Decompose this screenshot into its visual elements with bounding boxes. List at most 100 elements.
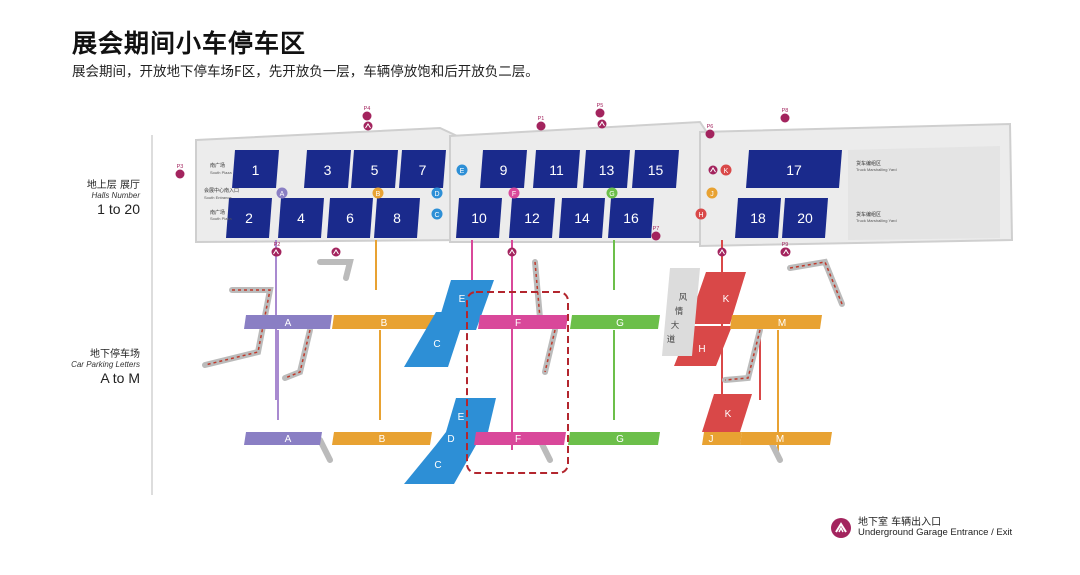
tunnel: 风情大道 bbox=[662, 268, 700, 356]
zone-label: M bbox=[778, 318, 786, 329]
garage-entrance-icon bbox=[507, 247, 517, 257]
hall-18: 18 bbox=[735, 198, 781, 238]
tunnel-char: 道 bbox=[667, 334, 676, 344]
marker-label: C bbox=[434, 212, 439, 219]
zone-label: K bbox=[723, 294, 730, 305]
truck-yard bbox=[848, 146, 1000, 240]
page-title: 展会期间小车停车区 bbox=[72, 29, 307, 58]
garage-entrance-icon bbox=[271, 247, 281, 257]
legend-label-en: Underground Garage Entrance / Exit bbox=[858, 527, 1013, 539]
hall-13: 13 bbox=[583, 150, 630, 188]
hall-5: 5 bbox=[351, 150, 398, 188]
zone-label: F bbox=[515, 318, 521, 329]
south-plaza-label-en: South Plaza bbox=[210, 170, 232, 175]
zone-label: E bbox=[458, 412, 465, 423]
parking-zone-C: C bbox=[404, 312, 466, 367]
zone-marker-H: H bbox=[695, 208, 707, 220]
tunnel-char: 大 bbox=[671, 320, 680, 330]
zone-label: B bbox=[379, 434, 386, 445]
parking-zone-F: F bbox=[478, 315, 568, 329]
legend-label-cn: 地下室 车辆出入口 bbox=[858, 517, 942, 529]
zone-label: D bbox=[447, 434, 454, 445]
hall-label: 1 bbox=[252, 162, 260, 178]
hall-label: 4 bbox=[297, 210, 305, 226]
letter-markers: A B C D E F G H J K bbox=[276, 164, 732, 220]
south-plaza-label-2-cn: 南广场 bbox=[210, 209, 225, 216]
hall-6: 6 bbox=[327, 198, 373, 238]
zone-label: K bbox=[725, 409, 732, 420]
hall-label: 12 bbox=[524, 210, 540, 226]
parking-side-label: 地下停车场 Car Parking Letters A to M bbox=[48, 345, 140, 386]
truck-yard-label-cn: 货车编组区 bbox=[856, 160, 881, 167]
marker-label: K bbox=[724, 168, 729, 175]
truck-yard-label-en: Truck Marshalling Yard bbox=[856, 167, 897, 172]
hall-10: 10 bbox=[456, 198, 502, 238]
parking-zone-K: K bbox=[688, 272, 746, 324]
hall-label: 13 bbox=[599, 162, 615, 178]
hall-label: 17 bbox=[786, 162, 802, 178]
marker-label: P6 bbox=[707, 124, 714, 130]
halls-label-range: 1 to 20 bbox=[97, 201, 140, 217]
hall-label: 14 bbox=[574, 210, 590, 226]
marker-label: E bbox=[460, 168, 465, 175]
south-plaza-label-cn: 南广场 bbox=[210, 162, 225, 169]
hall-label: 7 bbox=[419, 162, 427, 178]
zone-marker-C: C bbox=[431, 208, 443, 220]
hall-label: 10 bbox=[471, 210, 487, 226]
parking-marker-P6: P6 bbox=[705, 124, 715, 139]
hall-16: 16 bbox=[608, 198, 654, 238]
legend: 地下室 车辆出入口 Underground Garage Entrance / … bbox=[830, 517, 1012, 539]
marker-label: P4 bbox=[364, 106, 371, 112]
zone-label: C bbox=[434, 460, 441, 471]
marker-label: P9 bbox=[782, 242, 789, 248]
zone-label: G bbox=[616, 434, 624, 445]
tunnel-char: 情 bbox=[675, 306, 684, 316]
entrance-markers bbox=[271, 119, 791, 257]
parking-label-cn: 地下停车场 bbox=[90, 349, 140, 360]
hall-label: 20 bbox=[797, 210, 813, 226]
zone-f-highlight bbox=[466, 291, 569, 474]
parking-zone-G: G bbox=[570, 315, 660, 329]
hall-label: 15 bbox=[648, 162, 664, 178]
marker-label: P8 bbox=[782, 108, 789, 114]
parking-zone-E: E bbox=[446, 398, 496, 432]
zone-marker-K: K bbox=[720, 164, 732, 176]
halls-side-label: 地上层 展厅 Halls Number 1 to 20 bbox=[58, 176, 140, 217]
garage-entrance-icon bbox=[831, 518, 851, 538]
garage-entrance-icon bbox=[781, 247, 791, 257]
parking-marker-P7: P7 bbox=[651, 226, 661, 241]
hall-label: 5 bbox=[371, 162, 379, 178]
hall-14: 14 bbox=[559, 198, 605, 238]
hall-label: 8 bbox=[393, 210, 401, 226]
marker-label: A bbox=[280, 191, 285, 198]
hall-3: 3 bbox=[304, 150, 351, 188]
parking-label-range: A to M bbox=[100, 370, 140, 386]
marker-label: B bbox=[376, 191, 381, 198]
truck-yard-label-2-cn: 货车编组区 bbox=[856, 211, 881, 218]
hall-label: 3 bbox=[324, 162, 332, 178]
hall-4: 4 bbox=[278, 198, 324, 238]
marker-label: H bbox=[698, 212, 703, 219]
parking-zone-K: K bbox=[702, 394, 752, 432]
hall-9: 9 bbox=[480, 150, 527, 188]
marker-label: G bbox=[609, 191, 614, 198]
hall-15: 15 bbox=[632, 150, 679, 188]
parking-zone-C: C bbox=[404, 445, 476, 484]
hall-7: 7 bbox=[399, 150, 446, 188]
zone-marker-D: D bbox=[431, 187, 443, 199]
zone-marker-F: F bbox=[508, 187, 520, 199]
zone-label: E bbox=[459, 294, 466, 305]
zone-label: C bbox=[433, 339, 440, 350]
zone-label: M bbox=[776, 434, 784, 445]
parking-marker-P3: P3 bbox=[175, 164, 185, 179]
page-subtitle: 展会期间，开放地下停车场F区，先开放负一层，车辆停放饱和后开放负二层。 bbox=[72, 64, 539, 80]
parking-marker-P4: P4 bbox=[362, 106, 372, 121]
hall-label: 18 bbox=[750, 210, 766, 226]
zone-marker-A: A bbox=[276, 187, 288, 199]
zone-marker-E: E bbox=[456, 164, 468, 176]
halls-label-en: Halls Number bbox=[91, 191, 140, 200]
tunnel-label: 风情大道 bbox=[667, 292, 688, 344]
zone-marker-J: J bbox=[706, 187, 718, 199]
